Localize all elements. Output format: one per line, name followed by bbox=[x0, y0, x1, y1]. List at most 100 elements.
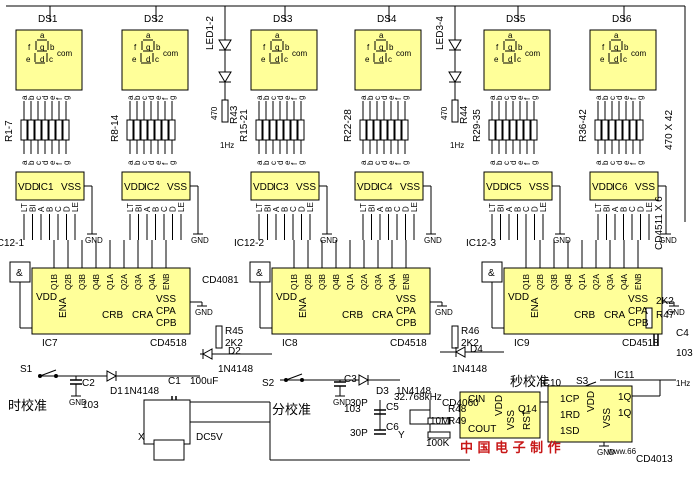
resarray-3: R15-21 bbox=[239, 109, 250, 142]
seg-d: d bbox=[614, 55, 618, 64]
pin-letter: c bbox=[34, 161, 43, 165]
pin-letter: g bbox=[530, 161, 539, 165]
segment-resistor bbox=[297, 119, 305, 141]
pin-letter: c bbox=[373, 96, 382, 100]
1sd-pin: 1SD bbox=[560, 426, 579, 437]
resistor-r47 bbox=[645, 307, 653, 329]
counter-pin: Q1A bbox=[346, 273, 355, 290]
pin-letter: c bbox=[373, 161, 382, 165]
pin-letter: e bbox=[622, 95, 631, 100]
segment-resistor bbox=[154, 119, 162, 141]
r46-value: 2K2 bbox=[461, 338, 479, 349]
counter-label-2: IC8 bbox=[282, 338, 298, 349]
seven-seg-figure bbox=[608, 39, 623, 64]
gnd-label: GND bbox=[85, 236, 103, 245]
diode-body bbox=[106, 370, 118, 382]
vdd-pin: VDD bbox=[592, 182, 613, 193]
pin-letter: f bbox=[394, 97, 403, 100]
counter-pin: ENB bbox=[402, 274, 411, 290]
seg-d: d bbox=[379, 55, 383, 64]
counter-pin: Q2A bbox=[120, 273, 129, 290]
junction-dot bbox=[38, 374, 42, 378]
r46b-value: 2K2 bbox=[656, 296, 674, 307]
decoder-pin: C bbox=[289, 206, 298, 212]
seg-g: g bbox=[508, 43, 512, 52]
vdd-pin: VDD bbox=[253, 182, 274, 193]
d1-name: D1 bbox=[110, 386, 123, 397]
vss-pin: VSS bbox=[635, 182, 655, 193]
pin-letter: g bbox=[62, 96, 71, 100]
r45-value: 2K2 bbox=[225, 338, 243, 349]
cap-c3 bbox=[334, 381, 346, 387]
pin-letter: f bbox=[629, 162, 638, 165]
vss-pin: VSS bbox=[156, 294, 176, 305]
decoder-ic1 bbox=[15, 171, 85, 201]
crb-pin: CRB bbox=[574, 310, 595, 321]
pin-letter: a bbox=[488, 95, 497, 100]
counter-pin: Q1B bbox=[290, 274, 299, 290]
cpb-pin: CPB bbox=[396, 318, 417, 329]
diode-body bbox=[201, 348, 213, 360]
pin-letter: g bbox=[636, 96, 645, 100]
decoder-pin: C bbox=[628, 206, 637, 212]
counter-pin: Q4B bbox=[332, 274, 341, 290]
led-2 bbox=[218, 71, 232, 83]
gnd-label: GND bbox=[320, 236, 338, 245]
segment-resistor bbox=[380, 119, 388, 141]
pin-letter: e bbox=[622, 160, 631, 165]
decoder-pin: LE bbox=[306, 202, 315, 212]
segment-resistor bbox=[366, 119, 374, 141]
cpa-pin: CPA bbox=[396, 306, 416, 317]
vdd-pin: VDD bbox=[486, 182, 507, 193]
segment-resistor bbox=[41, 119, 49, 141]
segment-resistor bbox=[126, 119, 134, 141]
counter-pin: Q1A bbox=[106, 273, 115, 290]
c1-name: C1 bbox=[168, 376, 181, 387]
decoder-label-6: IC6 bbox=[612, 182, 628, 193]
cap-c6 bbox=[374, 429, 386, 435]
counter-pin: Q2B bbox=[304, 274, 313, 290]
pin-letter: b bbox=[27, 160, 36, 165]
counter-pin: Q3B bbox=[78, 274, 87, 290]
decoder-pin: C bbox=[393, 206, 402, 212]
crb-pin: CRB bbox=[342, 310, 363, 321]
counter-label-3: IC9 bbox=[514, 338, 530, 349]
c4-name: C4 bbox=[676, 328, 689, 339]
rst-pin: RST bbox=[522, 410, 533, 430]
pin-letter: f bbox=[55, 97, 64, 100]
decoder-pin: LT bbox=[594, 203, 603, 212]
c4-value: 103 bbox=[676, 348, 693, 359]
counter-pin: Q4A bbox=[388, 273, 397, 290]
s3-name: S3 bbox=[576, 376, 589, 387]
led-res-value: 470 bbox=[440, 106, 449, 120]
pin-letter: g bbox=[297, 96, 306, 100]
segment-resistor bbox=[601, 119, 609, 141]
junction-dot bbox=[300, 378, 304, 382]
seg-c: c bbox=[284, 55, 288, 64]
pin-letter: a bbox=[594, 95, 603, 100]
d2-part: 1N4148 bbox=[218, 364, 253, 375]
ena-pin: ENA bbox=[530, 297, 541, 318]
decoder-pin: D bbox=[637, 206, 646, 212]
decoder-pin: C bbox=[522, 206, 531, 212]
gate-part-label: CD4081 bbox=[202, 275, 239, 286]
decoder-pin: D bbox=[402, 206, 411, 212]
counter-pin: Q3A bbox=[606, 273, 615, 290]
vdd-pin: VDD bbox=[36, 292, 57, 303]
segment-resistor bbox=[269, 119, 277, 141]
seg-f: f bbox=[263, 43, 266, 52]
decoder-pin: C bbox=[54, 206, 63, 212]
counter-pin: Q4B bbox=[564, 274, 573, 290]
segment-resistor bbox=[48, 119, 56, 141]
segment-resistor bbox=[502, 119, 510, 141]
pin-letter: e bbox=[48, 95, 57, 100]
c6-name: C6 bbox=[386, 422, 399, 433]
c2-value: 103 bbox=[82, 400, 99, 411]
seg-f: f bbox=[602, 43, 605, 52]
decoder-pin: LE bbox=[645, 202, 654, 212]
gate-1 bbox=[9, 261, 31, 283]
1rd-pin: 1RD bbox=[560, 410, 580, 421]
vdd-pin: VDD bbox=[18, 182, 39, 193]
d4-part: 1N4148 bbox=[452, 364, 487, 375]
led-resistor bbox=[221, 99, 229, 123]
